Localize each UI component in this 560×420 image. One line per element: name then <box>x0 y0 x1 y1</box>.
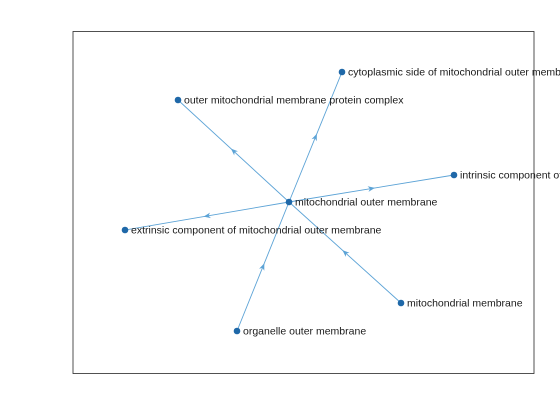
node-extrinsic_component: extrinsic component of mitochondrial out… <box>121 225 382 237</box>
node-mitochondrial_outer_membrane: mitochondrial outer membrane <box>285 197 438 209</box>
node-label: intrinsic component of mitochondrial out… <box>460 170 560 182</box>
node-label: mitochondrial membrane <box>407 298 523 310</box>
node-mitochondrial_membrane: mitochondrial membrane <box>397 298 523 310</box>
node-marker <box>174 96 182 104</box>
node-organelle_outer_membrane: organelle outer membrane <box>233 326 366 338</box>
node-marker <box>450 171 458 179</box>
node-intrinsic_component: intrinsic component of mitochondrial out… <box>450 170 560 182</box>
edge-mitochondrial_outer_membrane-to-extrinsic_component <box>124 201 290 231</box>
edge-arrowhead <box>367 186 375 192</box>
edge-arrowhead <box>311 133 317 142</box>
edge-organelle_outer_membrane-to-mitochondrial_outer_membrane <box>236 201 290 332</box>
edge-arrowhead <box>203 212 211 219</box>
node-marker <box>338 68 346 76</box>
node-label: outer mitochondrial membrane protein com… <box>184 95 404 107</box>
node-marker <box>121 226 129 234</box>
plot-frame <box>72 31 535 374</box>
edge-mitochondrial_membrane-to-mitochondrial_outer_membrane <box>288 201 402 304</box>
edge-mitochondrial_outer_membrane-to-intrinsic_component <box>288 174 455 203</box>
node-marker <box>285 198 293 206</box>
node-outer_mito_protein_complex: outer mitochondrial membrane protein com… <box>174 95 404 107</box>
edge-arrowhead <box>259 263 265 271</box>
node-cytoplasmic_side: cytoplasmic side of mitochondrial outer … <box>338 67 560 79</box>
node-marker <box>233 327 241 335</box>
edge-mitochondrial_outer_membrane-to-outer_mito_protein_complex <box>177 99 290 203</box>
edges-layer <box>124 71 455 332</box>
node-label: organelle outer membrane <box>243 326 366 338</box>
nodes-layer: mitochondrial outer membrane cytoplasmic … <box>121 67 560 338</box>
node-label: mitochondrial outer membrane <box>295 197 438 209</box>
edge-mitochondrial_outer_membrane-to-cytoplasmic_side <box>288 71 343 203</box>
node-label: cytoplasmic side of mitochondrial outer … <box>348 67 560 79</box>
node-label: extrinsic component of mitochondrial out… <box>131 225 382 237</box>
edge-arrowhead <box>342 250 350 257</box>
edge-arrowhead <box>230 148 238 156</box>
node-marker <box>397 299 405 307</box>
